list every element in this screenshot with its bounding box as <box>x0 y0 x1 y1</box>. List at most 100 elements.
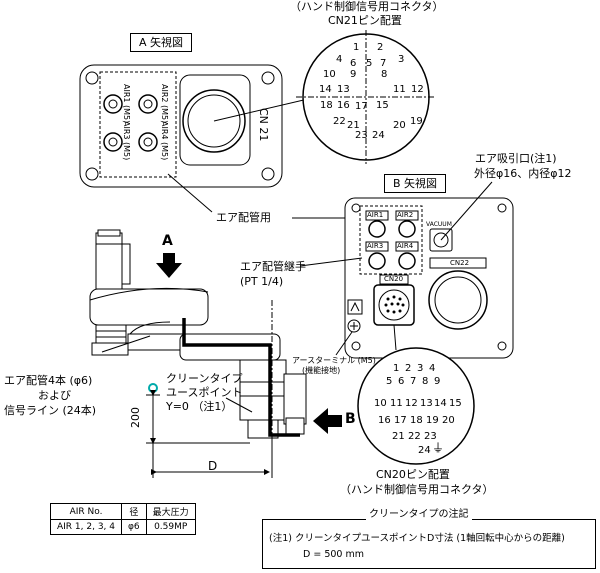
port-air3-label: AIR3 (M5) <box>122 121 131 161</box>
air-spec-table: AIR No. 径 最大圧力 AIR 1, 2, 3, 4 φ6 0.59MP <box>50 503 196 535</box>
left-note-line2: および <box>38 389 71 402</box>
view-b-plate <box>335 181 514 359</box>
earth-line1: アースターミナル (M5) <box>292 356 376 365</box>
table-header: 最大圧力 <box>145 503 196 520</box>
cn20-pin: 2 <box>405 363 412 374</box>
table-cell: φ6 <box>121 519 147 535</box>
cn20-pin: 21 <box>392 431 405 442</box>
port-air1-label: AIR1 (M5) <box>122 84 131 124</box>
cn21-pin: 13 <box>337 84 350 95</box>
cn20-pin: 17 <box>394 415 407 426</box>
cn21-pin: 22 <box>333 116 346 127</box>
clean-point-line1: クリーンタイプ <box>166 372 243 385</box>
cn21-pin: 1 <box>353 42 360 53</box>
view-b-air4: AIR4 <box>397 242 414 250</box>
cn21-pin: 19 <box>410 116 423 127</box>
cn20-pin: 15 <box>449 398 462 409</box>
view-a-title: A 矢視図 <box>130 33 193 52</box>
port-air2-label: AIR2 (M5) <box>160 84 169 124</box>
cn21-pin: 8 <box>381 69 388 80</box>
cn21-pin: 6 <box>350 58 357 69</box>
cn21-pin: 11 <box>393 84 406 95</box>
table-header: 径 <box>121 503 147 520</box>
view-b-title: B 矢視図 <box>384 174 447 193</box>
cn21-connector-face <box>296 30 436 164</box>
cn21-label: CN 21 <box>257 108 270 142</box>
dim-200-label: 200 <box>129 407 142 428</box>
robot-side-view <box>89 229 307 439</box>
cn21-pin: 20 <box>393 120 406 131</box>
clean-point-line2: ユースポイント <box>166 386 243 399</box>
view-b-air1: AIR1 <box>367 211 384 219</box>
cn20-pin: 20 <box>442 415 455 426</box>
cn20-pin: 18 <box>410 415 423 426</box>
table-header-row: AIR No. 径 最大圧力 <box>50 503 196 520</box>
table-row: AIR 1, 2, 3, 4 φ6 0.59MP <box>50 519 196 535</box>
cn21-pin: 17 <box>355 101 368 112</box>
view-b-air3: AIR3 <box>367 242 384 250</box>
cn20-pin: 19 <box>426 415 439 426</box>
cn21-pin: 2 <box>377 42 384 53</box>
dim-d-label: D <box>208 459 218 473</box>
cn20-pin: 4 <box>429 363 436 374</box>
ground-icon: ⏚ <box>432 441 445 455</box>
cn20-pin: 7 <box>410 376 417 387</box>
view-b-arrow-label: B <box>345 411 356 427</box>
clean-note-box: (注1) クリーンタイプユースポイントD寸法 (1軸回転中心からの距離) D =… <box>262 519 596 569</box>
cn20-pin: 12 <box>405 398 418 409</box>
cn21-pin: 9 <box>350 69 357 80</box>
view-a-arrow <box>156 253 182 278</box>
cn20-connector-face <box>357 324 475 465</box>
cn20-pin: 16 <box>378 415 391 426</box>
cn20-caption-line1: CN20ピン配置 <box>376 468 450 481</box>
clean-use-point-marker <box>148 383 158 393</box>
cn20-pin: 14 <box>434 398 447 409</box>
cn20-pin: 11 <box>390 398 403 409</box>
cn20-caption-line2: （ハンド制御信号用コネクタ） <box>340 483 494 496</box>
suction-line2: 外径φ16、内径φ12 <box>474 167 572 180</box>
cn20-pin: 22 <box>408 431 421 442</box>
cn21-pin: 21 <box>347 120 360 131</box>
earth-line2: (機能接地) <box>302 366 341 375</box>
cn21-pin: 4 <box>336 54 343 65</box>
table-header: AIR No. <box>50 503 122 520</box>
clean-note-title: クリーンタイプの注記 <box>366 508 472 521</box>
cn20-pin: 10 <box>374 398 387 409</box>
fitting-line2: (PT 1/4) <box>240 275 284 288</box>
cn21-pin: 12 <box>411 84 424 95</box>
cn20-label: CN20 <box>384 275 404 283</box>
clean-note-line1: (注1) クリーンタイプユースポイントD寸法 (1軸回転中心からの距離) <box>269 533 565 544</box>
left-note-line1: エア配管4本 (φ6) <box>4 374 93 387</box>
cn20-pin: 24 <box>418 445 431 456</box>
air-piping-label: エア配管用 <box>216 211 271 224</box>
cn21-pin: 3 <box>398 54 405 65</box>
suction-line1: エア吸引口(注1) <box>475 152 557 165</box>
cn21-pin: 15 <box>376 100 389 111</box>
cn21-pin: 18 <box>320 100 333 111</box>
cn20-pin: 1 <box>393 363 400 374</box>
port-air4-label: AIR4 (M5) <box>160 121 169 161</box>
fitting-line1: エア配管継手 <box>240 260 306 273</box>
cn20-pin: 8 <box>422 376 429 387</box>
cn21-pin: 14 <box>319 84 332 95</box>
cn20-pin: 23 <box>424 431 437 442</box>
cn22-label: CN22 <box>450 259 470 267</box>
cn20-pin: 5 <box>386 376 393 387</box>
view-b-arrow <box>313 408 342 434</box>
vacuum-label: VACUUM <box>426 221 452 228</box>
cn20-pin: 9 <box>434 376 441 387</box>
left-note-line3: 信号ライン (24本) <box>4 404 97 417</box>
cn20-pin: 13 <box>420 398 433 409</box>
cn21-pin: 5 <box>366 58 373 69</box>
cn21-caption-line1: （ハンド制御信号用コネクタ） <box>290 0 444 13</box>
clean-note-line2: D = 500 mm <box>303 549 364 560</box>
table-cell: AIR 1, 2, 3, 4 <box>50 519 122 535</box>
cn21-caption-line2: CN21ピン配置 <box>328 14 402 27</box>
view-b-air2: AIR2 <box>397 211 414 219</box>
table-cell: 0.59MP <box>145 519 196 535</box>
cn20-pin: 3 <box>417 363 424 374</box>
view-a-plate <box>79 64 326 188</box>
cn21-pin: 16 <box>337 100 350 111</box>
view-a-arrow-label: A <box>162 233 173 249</box>
dimension-lines <box>146 300 273 478</box>
